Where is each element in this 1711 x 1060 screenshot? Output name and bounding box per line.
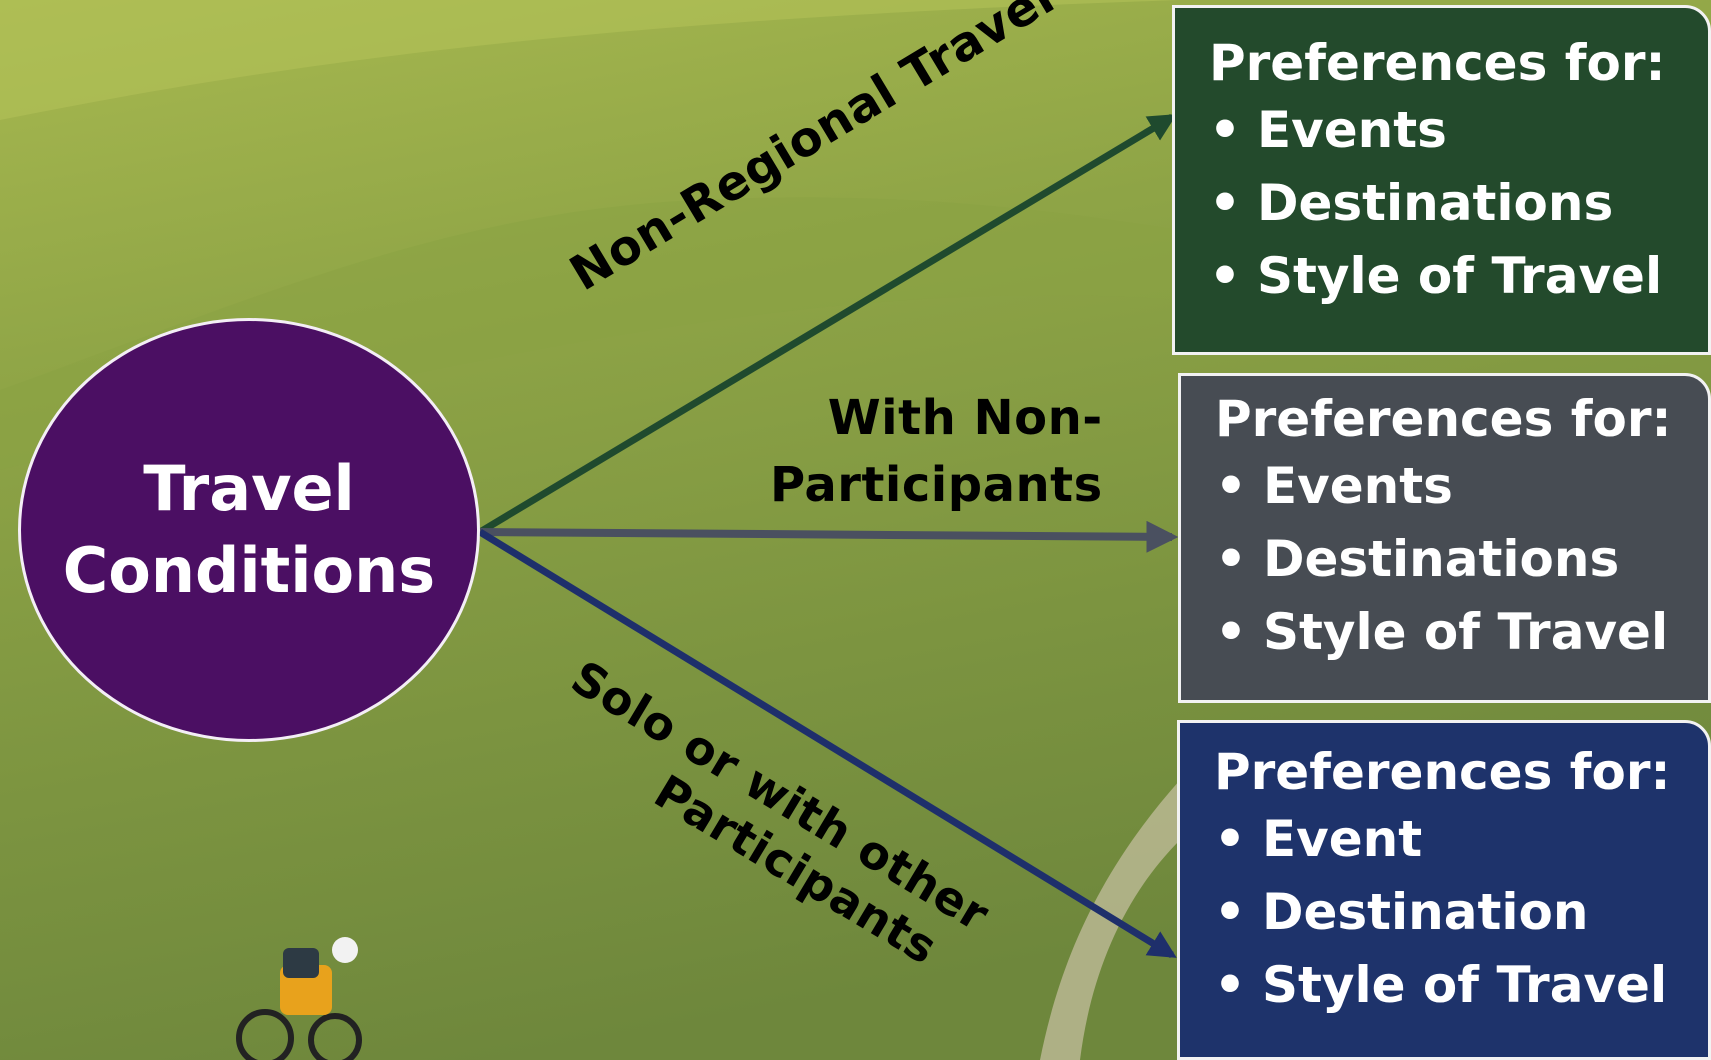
preferences-list: Event Destination Style of Travel: [1214, 803, 1708, 1022]
edge-label-mid-line2: Participants: [770, 457, 1103, 514]
list-item: Events: [1209, 94, 1708, 167]
preferences-box-solo: Preferences for: Event Destination Style…: [1177, 720, 1711, 1060]
list-item: Style of Travel: [1214, 949, 1708, 1022]
edge-label-mid-line1: With Non-: [827, 390, 1103, 446]
box-title: Preferences for:: [1214, 743, 1671, 801]
preferences-list: Events Destinations Style of Travel: [1209, 94, 1708, 313]
preferences-box-non-participants: Preferences for: Events Destinations Sty…: [1178, 373, 1711, 703]
list-item: Style of Travel: [1209, 240, 1708, 313]
list-item: Event: [1214, 803, 1708, 876]
preferences-box-non-regional: Preferences for: Events Destinations Sty…: [1172, 5, 1711, 355]
rider-figure: [236, 937, 362, 1060]
list-item: Destinations: [1209, 167, 1708, 240]
arrow-non-regional: [478, 113, 1177, 536]
arrow-non-participants: [479, 520, 1179, 553]
hub-label-line1: Travel: [143, 452, 355, 526]
list-item: Style of Travel: [1215, 596, 1708, 669]
arrow-solo-participants: [478, 529, 1177, 958]
edge-label-non-participants: With Non- Participants: [770, 385, 1103, 519]
box-title: Preferences for:: [1209, 34, 1666, 92]
list-item: Destinations: [1215, 523, 1708, 596]
travel-conditions-node: Travel Conditions: [18, 318, 480, 742]
box-title: Preferences for:: [1215, 390, 1672, 448]
hub-label-line2: Conditions: [62, 534, 436, 607]
list-item: Destination: [1214, 876, 1708, 949]
list-item: Events: [1215, 450, 1708, 523]
preferences-list: Events Destinations Style of Travel: [1215, 450, 1708, 669]
